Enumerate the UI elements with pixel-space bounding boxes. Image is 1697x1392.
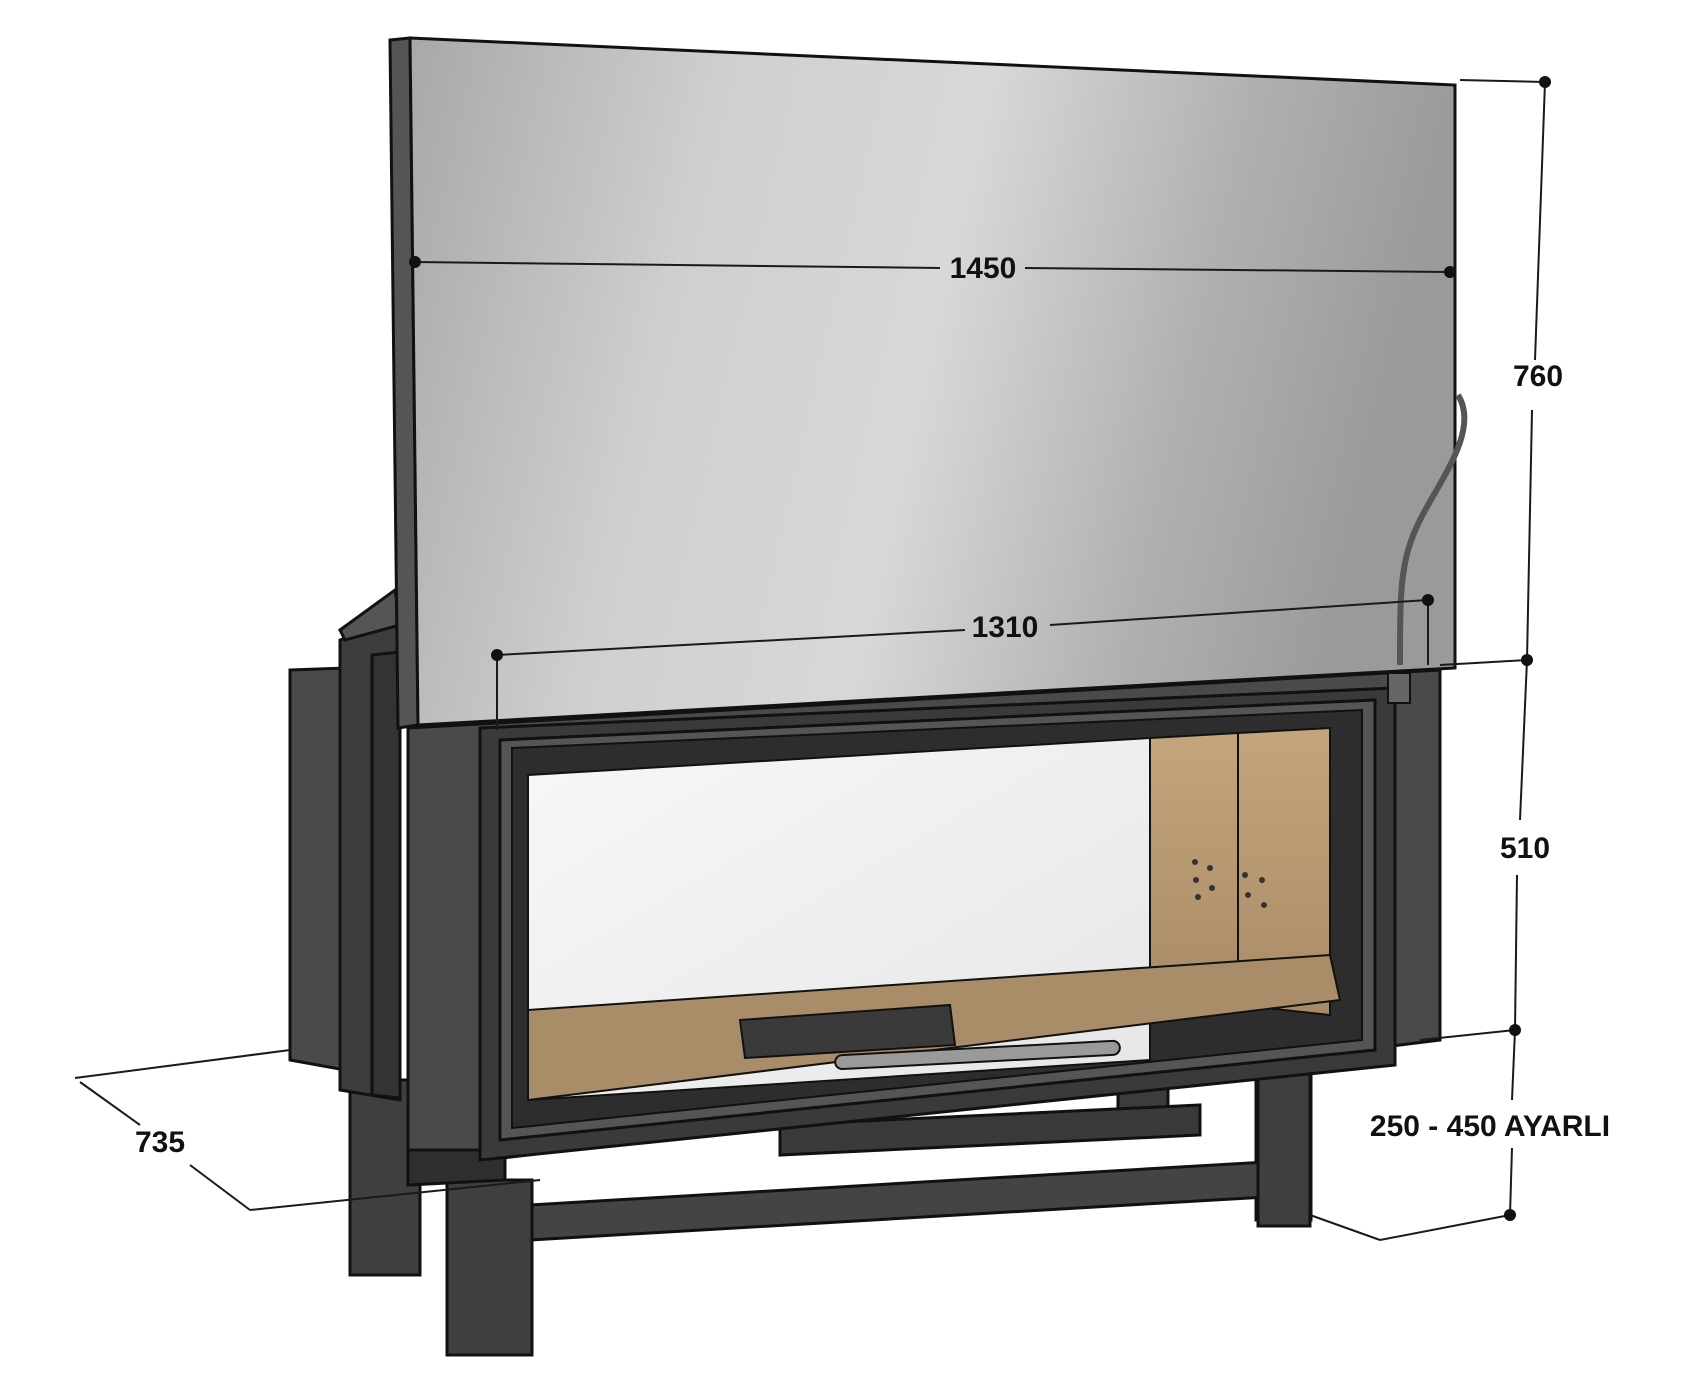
firebox-body — [288, 587, 1442, 1187]
firebrick-back-right — [1237, 726, 1331, 1017]
hood-panel — [388, 36, 1468, 730]
side-column — [370, 650, 402, 1100]
dim-top-width: 1450 — [950, 252, 1017, 285]
side-panel-outer — [288, 666, 347, 1072]
door-hinge — [1387, 672, 1411, 704]
dim-depth: 735 — [135, 1126, 185, 1159]
front-leg-center — [445, 1178, 534, 1357]
stand — [348, 1038, 1313, 1357]
rear-crossbar — [528, 1158, 1302, 1242]
dimension-lines — [74, 79, 1546, 1241]
dim-leg-height: 250 - 450 AYARLI — [1370, 1110, 1610, 1143]
mid-crossbar — [778, 1103, 1202, 1157]
hood-panel-face — [408, 36, 1457, 727]
front-leg-right — [1256, 1056, 1312, 1228]
dimension-dots — [409, 76, 1551, 1221]
dim-hood-height: 760 — [1513, 360, 1563, 393]
control-cable — [1397, 393, 1468, 666]
dim-door-width: 1310 — [972, 611, 1039, 644]
door-handle — [834, 1039, 1121, 1071]
brick-holes — [1192, 859, 1267, 908]
dim-body-height: 510 — [1500, 832, 1550, 865]
grate — [738, 1003, 957, 1060]
